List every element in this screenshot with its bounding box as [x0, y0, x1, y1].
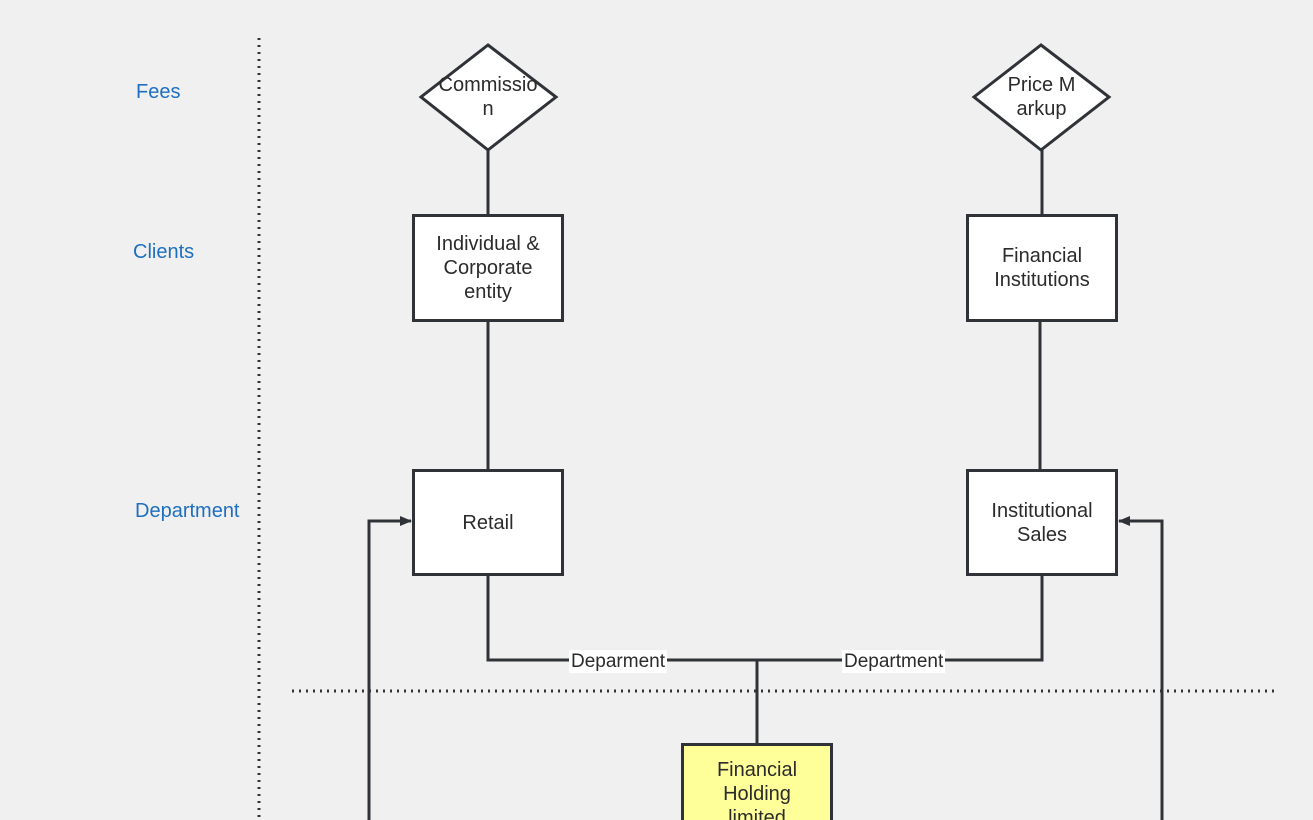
individual-corporate-label: Individual & Corporate entity — [436, 233, 540, 303]
price-markup-label: Price Markup — [1007, 74, 1076, 120]
lane-label-clients: Clients — [133, 241, 195, 263]
financial-institutions-label: Financial Institutions — [994, 245, 1090, 291]
connector-sales-branch — [757, 575, 1044, 662]
retail-label: Retail — [462, 511, 514, 534]
left-branch-edge-label: Deparment — [569, 650, 667, 673]
financial-holding-node: Financial Holding limited — [681, 743, 833, 820]
individual-corporate-node: Individual & Corporate entity — [412, 214, 564, 322]
commission-diamond — [418, 43, 559, 152]
financial-holding-label: Financial Holding limited — [716, 759, 798, 820]
right-branch-edge-label: Department — [842, 650, 946, 673]
lane-label-fees: Fees — [136, 81, 181, 103]
financial-institutions-node: Financial Institutions — [966, 214, 1118, 322]
connector-retail-branch — [486, 575, 757, 662]
lane-label-department: Department — [135, 500, 240, 522]
commission-label: Commission — [438, 74, 538, 120]
arrow-to-institutional-sales — [1118, 516, 1164, 820]
institutional-sales-label: Institutional Sales — [991, 499, 1093, 546]
arrow-to-retail — [367, 516, 412, 820]
price-markup-diamond — [971, 43, 1112, 152]
institutional-sales-node: Institutional Sales — [966, 469, 1118, 576]
retail-node: Retail — [412, 469, 564, 576]
